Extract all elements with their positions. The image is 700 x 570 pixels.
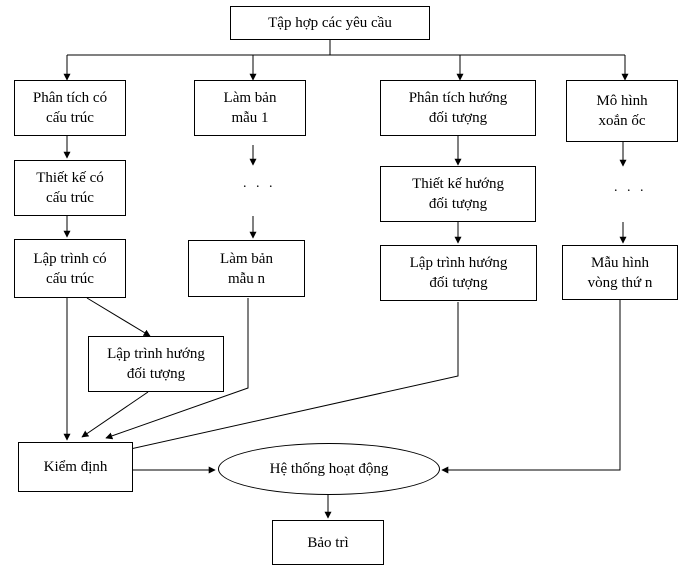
arrow-sa-programming-to-oo-programming: [86, 297, 151, 337]
prototype-ellipsis: . . .: [243, 176, 276, 191]
node-spiral-model: Mô hình xoắn ốc: [566, 80, 678, 142]
spiral-ellipsis: . . .: [614, 180, 647, 195]
node-spiral-round-n: Mẫu hình vòng thứ n: [562, 245, 678, 300]
node-operating-system: Hệ thống hoạt động: [218, 443, 440, 495]
node-prototype-1: Làm bản mẫu 1: [194, 80, 306, 136]
node-oo-programming: Lập trình hướng đối tượng: [380, 245, 537, 301]
node-structured-programming: Lập trình có cấu trúc: [14, 239, 126, 298]
node-maintenance: Bảo trì: [272, 520, 384, 565]
arrow-spiral-n-to-operating-system: [441, 300, 621, 474]
arrow-mid-oo-programming-to-verification: [81, 391, 149, 438]
arrow-proto-n-to-verification: [105, 298, 249, 440]
node-prototype-n: Làm bản mẫu n: [188, 240, 305, 297]
node-oo-analysis: Phân tích hướng đối tượng: [380, 80, 536, 136]
node-mid-oo-programming: Lập trình hướng đối tượng: [88, 336, 224, 392]
node-structured-design: Thiết kế có cấu trúc: [14, 160, 126, 216]
node-root-requirements: Tập hợp các yêu cầu: [230, 6, 430, 40]
node-oo-design: Thiết kế hướng đối tượng: [380, 166, 536, 222]
node-structured-analysis: Phân tích có cấu trúc: [14, 80, 126, 136]
arrow-oo-programming-to-verification: [125, 302, 459, 453]
node-verification: Kiểm định: [18, 442, 133, 492]
